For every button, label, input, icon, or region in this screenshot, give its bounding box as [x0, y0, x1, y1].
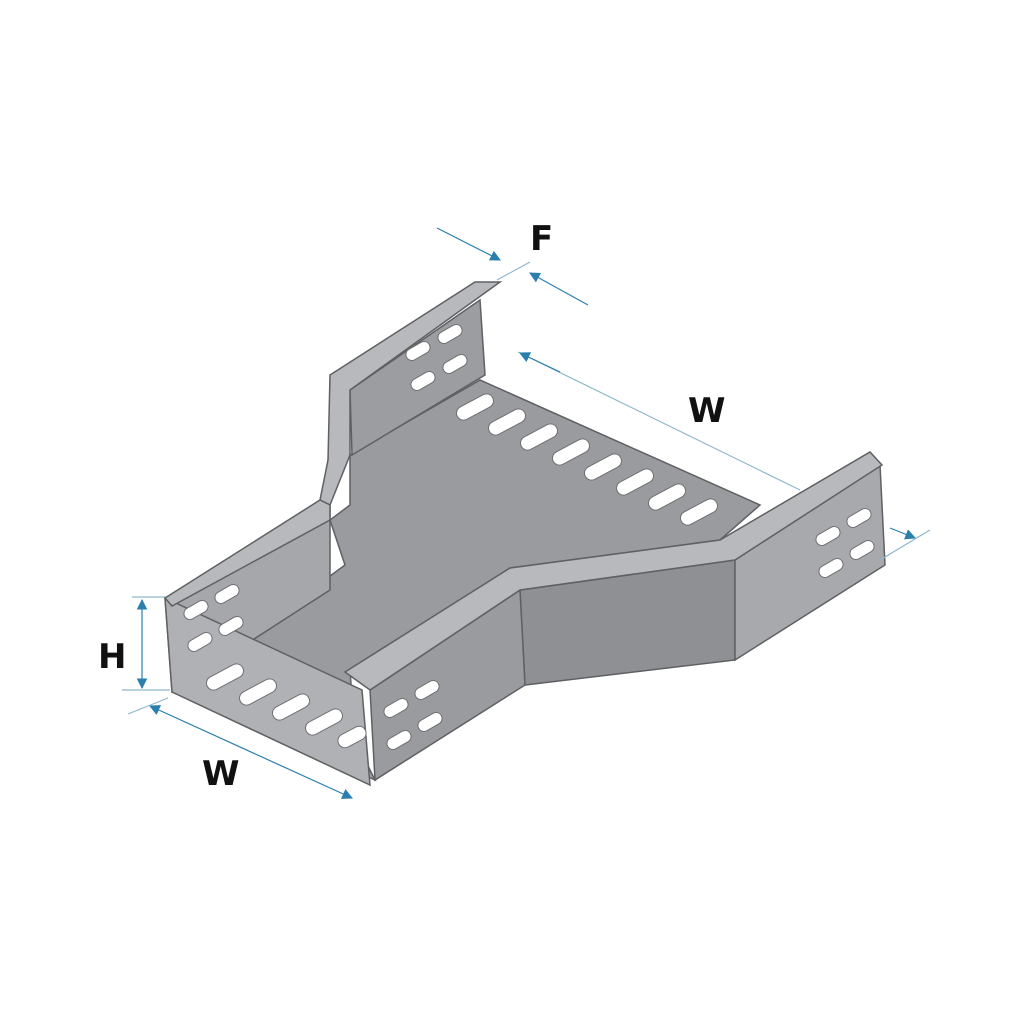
- label-f: F: [530, 219, 553, 259]
- label-h: H: [98, 637, 126, 677]
- w-bottom-dimension: [149, 705, 353, 799]
- dimension-lines: [122, 227, 931, 799]
- w-top-dimension: [517, 351, 801, 491]
- f-dimension-arrow-right: [529, 272, 589, 306]
- left-corner-rim: [163, 499, 331, 607]
- front-rim: [343, 451, 884, 691]
- f-extension: [496, 261, 531, 281]
- label-w-bottom: W: [202, 754, 240, 794]
- right-end-extension: [879, 529, 931, 561]
- right-end-arrow: [889, 527, 917, 540]
- upper-branch-rim: [319, 281, 503, 507]
- wall-slots: [183, 324, 875, 750]
- label-w-top: W: [688, 391, 726, 431]
- f-dimension-arrow-left: [436, 227, 501, 261]
- tray-body: [163, 281, 886, 787]
- w-top-arrow: [519, 352, 561, 373]
- w-bottom-extension: [127, 697, 169, 715]
- dimension-labels: F W H W: [98, 219, 726, 794]
